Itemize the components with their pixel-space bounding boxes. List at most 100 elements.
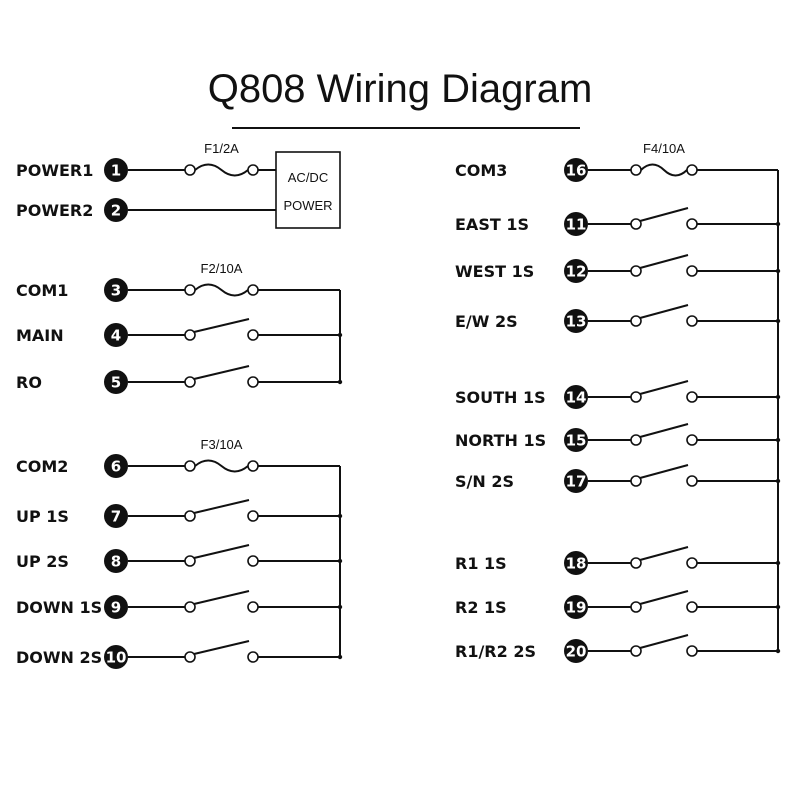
terminal-label: R1/R2 2S [455,642,536,661]
terminal-number: 20 [566,643,587,661]
contact-terminal [630,434,642,446]
switch-lever [639,634,689,649]
terminal-label: R1 1S [455,554,507,573]
contact-terminal [686,315,698,327]
terminal-row-11: EAST 1S 11 [455,207,781,236]
contact-terminal [247,284,259,296]
contact-terminal [247,164,259,176]
terminal-number: 18 [566,555,587,573]
switch-lever [193,499,250,514]
contact-terminal [184,555,196,567]
contact-terminal [686,434,698,446]
contact-terminal [184,329,196,341]
terminal-number: 3 [111,282,121,300]
terminal-number-badge [104,198,128,222]
terminal-number: 17 [566,473,587,491]
terminal-number: 12 [566,263,587,281]
contact-terminal [630,391,642,403]
contact-terminal [184,284,196,296]
contact-terminal [247,510,259,522]
terminal-number-badge [564,551,588,575]
terminal-label: EAST 1S [455,215,529,234]
contact-terminal [630,557,642,569]
contact-terminal [247,460,259,472]
terminal-label: RO [16,373,42,392]
fuse-label: F4/10A [643,141,685,156]
power-box-outline [275,151,341,229]
terminal-number: 9 [111,599,121,617]
contact-terminal [686,265,698,277]
terminal-number-badge [564,259,588,283]
contact-terminal [184,510,196,522]
terminal-number-badge [104,370,128,394]
fuse-label: F1/2A [204,141,239,156]
terminal-number: 10 [106,649,127,667]
fuse-label: F3/10A [201,437,243,452]
terminal-number-badge [564,385,588,409]
terminal-number-badge [564,309,588,333]
power-box-label-line1: AC/DC [288,170,328,185]
switch-lever [639,464,689,479]
terminal-number-badge [104,595,128,619]
terminal-number: 14 [566,389,587,407]
contact-terminal [247,555,259,567]
terminal-number-badge [564,639,588,663]
switch-lever [639,423,689,438]
terminal-number: 2 [111,202,121,220]
switch-lever [193,640,250,655]
terminal-number: 16 [566,162,587,180]
terminal-number-badge [104,323,128,347]
terminal-number-badge [564,428,588,452]
contact-terminal [630,315,642,327]
terminal-label: UP 2S [16,552,69,571]
switch-lever [193,318,250,333]
contact-terminal [686,475,698,487]
power-box-label-line2: POWER [283,198,332,213]
terminal-label: MAIN [16,326,64,345]
contact-terminal [184,164,196,176]
contact-terminal [184,376,196,388]
terminal-number-badge [104,158,128,182]
terminal-label: E/W 2S [455,312,518,331]
terminal-number-badge [104,645,128,669]
contact-terminal [630,475,642,487]
contact-terminal [247,376,259,388]
terminal-number: 5 [111,374,121,392]
terminal-number-badge [564,212,588,236]
terminal-row-14: SOUTH 1S 14 [455,380,781,409]
switch-lever [639,207,689,222]
terminal-row-20: R1/R2 2S 20 [455,634,781,663]
terminal-number: 11 [566,216,587,234]
terminal-label: POWER1 [16,161,93,180]
switch-lever [639,590,689,605]
terminal-label: S/N 2S [455,472,514,491]
terminal-number: 1 [111,162,121,180]
fuse-symbol [194,163,249,177]
fuse-label: F2/10A [201,261,243,276]
contact-terminal [247,651,259,663]
terminal-number: 13 [566,313,587,331]
contact-terminal [686,601,698,613]
terminal-number-badge [104,454,128,478]
terminal-row-17: S/N 2S 17 [455,464,781,493]
contact-terminal [184,651,196,663]
contact-terminal [686,218,698,230]
terminal-row-8: UP 2S 8 [16,544,343,573]
terminal-number-badge [564,595,588,619]
terminal-number: 8 [111,553,121,571]
terminal-label: DOWN 2S [16,648,102,667]
terminal-label: SOUTH 1S [455,388,546,407]
switch-lever [639,380,689,395]
switch-lever [193,365,250,380]
